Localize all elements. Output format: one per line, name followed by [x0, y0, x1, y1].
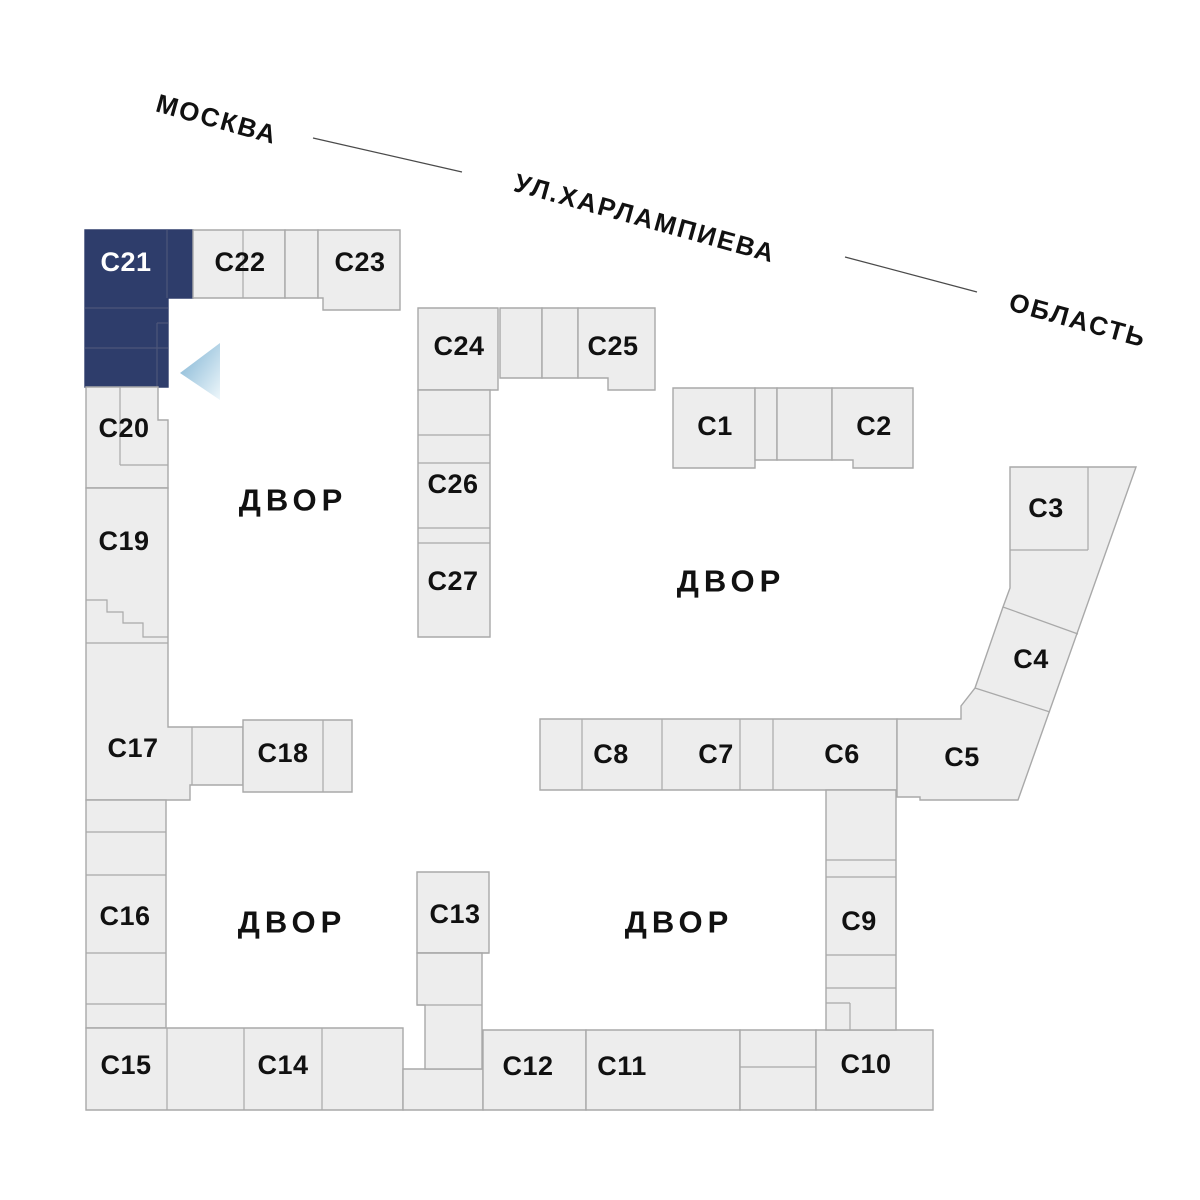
block-c12-label: С12: [502, 1051, 553, 1081]
courtyard-label-top-left: ДВОР: [239, 483, 348, 518]
block-c16-dividers: [86, 831, 166, 1005]
block-c6-label: С6: [824, 739, 860, 769]
block-c13-label: С13: [429, 899, 480, 929]
block-c21-dividers: [85, 230, 168, 387]
building-c22-c23-group: С22 С23: [192, 229, 401, 311]
block-c1-shape[interactable]: [672, 387, 756, 469]
building-left-column-group: С20 С19 С17 С18 С16: [85, 386, 353, 1029]
block-c3-c4-c5-shape[interactable]: [896, 466, 1137, 801]
block-c24-shape[interactable]: [417, 307, 499, 391]
block-segment: [754, 387, 778, 461]
block-c21-label: С21: [100, 247, 151, 277]
block-segment: [284, 229, 319, 299]
block-c10-label: С10: [840, 1049, 891, 1079]
building-c21-group: С21: [84, 229, 194, 388]
block-c20-label: С20: [98, 413, 149, 443]
block-c8-label: С8: [593, 739, 629, 769]
courtyard-label-bottom-right: ДВОР: [625, 905, 734, 940]
block-c14-label: С14: [257, 1050, 308, 1080]
building-middle-row-group: С8 С7 С6 С9: [539, 718, 898, 1031]
block-c25-shape[interactable]: [577, 307, 656, 391]
block-segment: [402, 1068, 484, 1111]
block-c9-shape[interactable]: [825, 789, 897, 1031]
block-c24-label: С24: [433, 331, 484, 361]
building-c3-c4-c5-group: С3 С4 С5: [896, 466, 1137, 801]
street-region-label: ОБЛАСТЬ: [1006, 287, 1150, 354]
middle-row-dividers: [581, 719, 774, 790]
block-c22-label: С22: [214, 247, 265, 277]
block-c19-label: С19: [98, 526, 149, 556]
block-c9-dividers: [826, 859, 896, 1030]
block-c17-label: С17: [107, 733, 158, 763]
block-segment: [541, 307, 579, 379]
block-c23-shape[interactable]: [317, 229, 401, 311]
block-c20-dividers: [119, 387, 168, 466]
street-city-label: МОСКВА: [153, 88, 281, 150]
block-segment: [776, 387, 833, 461]
block-segment: [416, 952, 483, 1070]
block-c26-c27-dividers: [418, 434, 490, 544]
block-c2-shape[interactable]: [831, 387, 914, 469]
building-c24-c27-group: С24 С25 С26 С27: [417, 307, 656, 638]
building-c13-group: С13: [416, 871, 490, 1070]
building-bottom-row-group: С15 С14 С12 С11 С10: [85, 1027, 934, 1111]
block-c2-label: С2: [856, 411, 892, 441]
courtyard-label-top-right: ДВОР: [677, 564, 786, 599]
block-c26-c27-shape[interactable]: [417, 389, 491, 638]
block-c11-label: С11: [597, 1051, 647, 1081]
block-c7-label: С7: [698, 739, 734, 769]
block-c13-dividers: [417, 952, 489, 1006]
block-c19-c17-dividers: [86, 599, 193, 785]
bottom-row-dividers-left: [166, 1028, 323, 1110]
street-name-label: УЛ.ХАРЛАМПИЕВА: [511, 167, 779, 268]
block-c23-label: С23: [334, 247, 385, 277]
street-line-right: [844, 256, 978, 293]
block-c27-label: С27: [427, 566, 478, 596]
block-c4-label: С4: [1013, 644, 1049, 674]
block-segment: [739, 1029, 817, 1111]
block-c1-label: С1: [697, 411, 733, 441]
block-c16-label: С16: [99, 901, 150, 931]
block-c3-label: С3: [1028, 493, 1064, 523]
block-c9-label: С9: [841, 906, 877, 936]
street-line-left: [312, 137, 463, 173]
courtyard-label-bottom-left: ДВОР: [238, 905, 347, 940]
block-c18-shape[interactable]: [242, 719, 353, 793]
block-c18-label: С18: [257, 738, 308, 768]
block-segment: [499, 307, 543, 379]
block-c3-c4-c5-dividers: [974, 467, 1089, 713]
building-c1-c2-group: С1 С2: [672, 387, 914, 469]
courtyard-labels: ДВОР ДВОР ДВОР ДВОР: [238, 483, 786, 940]
block-c26-label: С26: [427, 469, 478, 499]
block-c5-label: С5: [944, 742, 980, 772]
block-c15-label: С15: [100, 1050, 151, 1080]
block-c25-label: С25: [587, 331, 638, 361]
selected-block-pointer-icon: [180, 343, 220, 400]
